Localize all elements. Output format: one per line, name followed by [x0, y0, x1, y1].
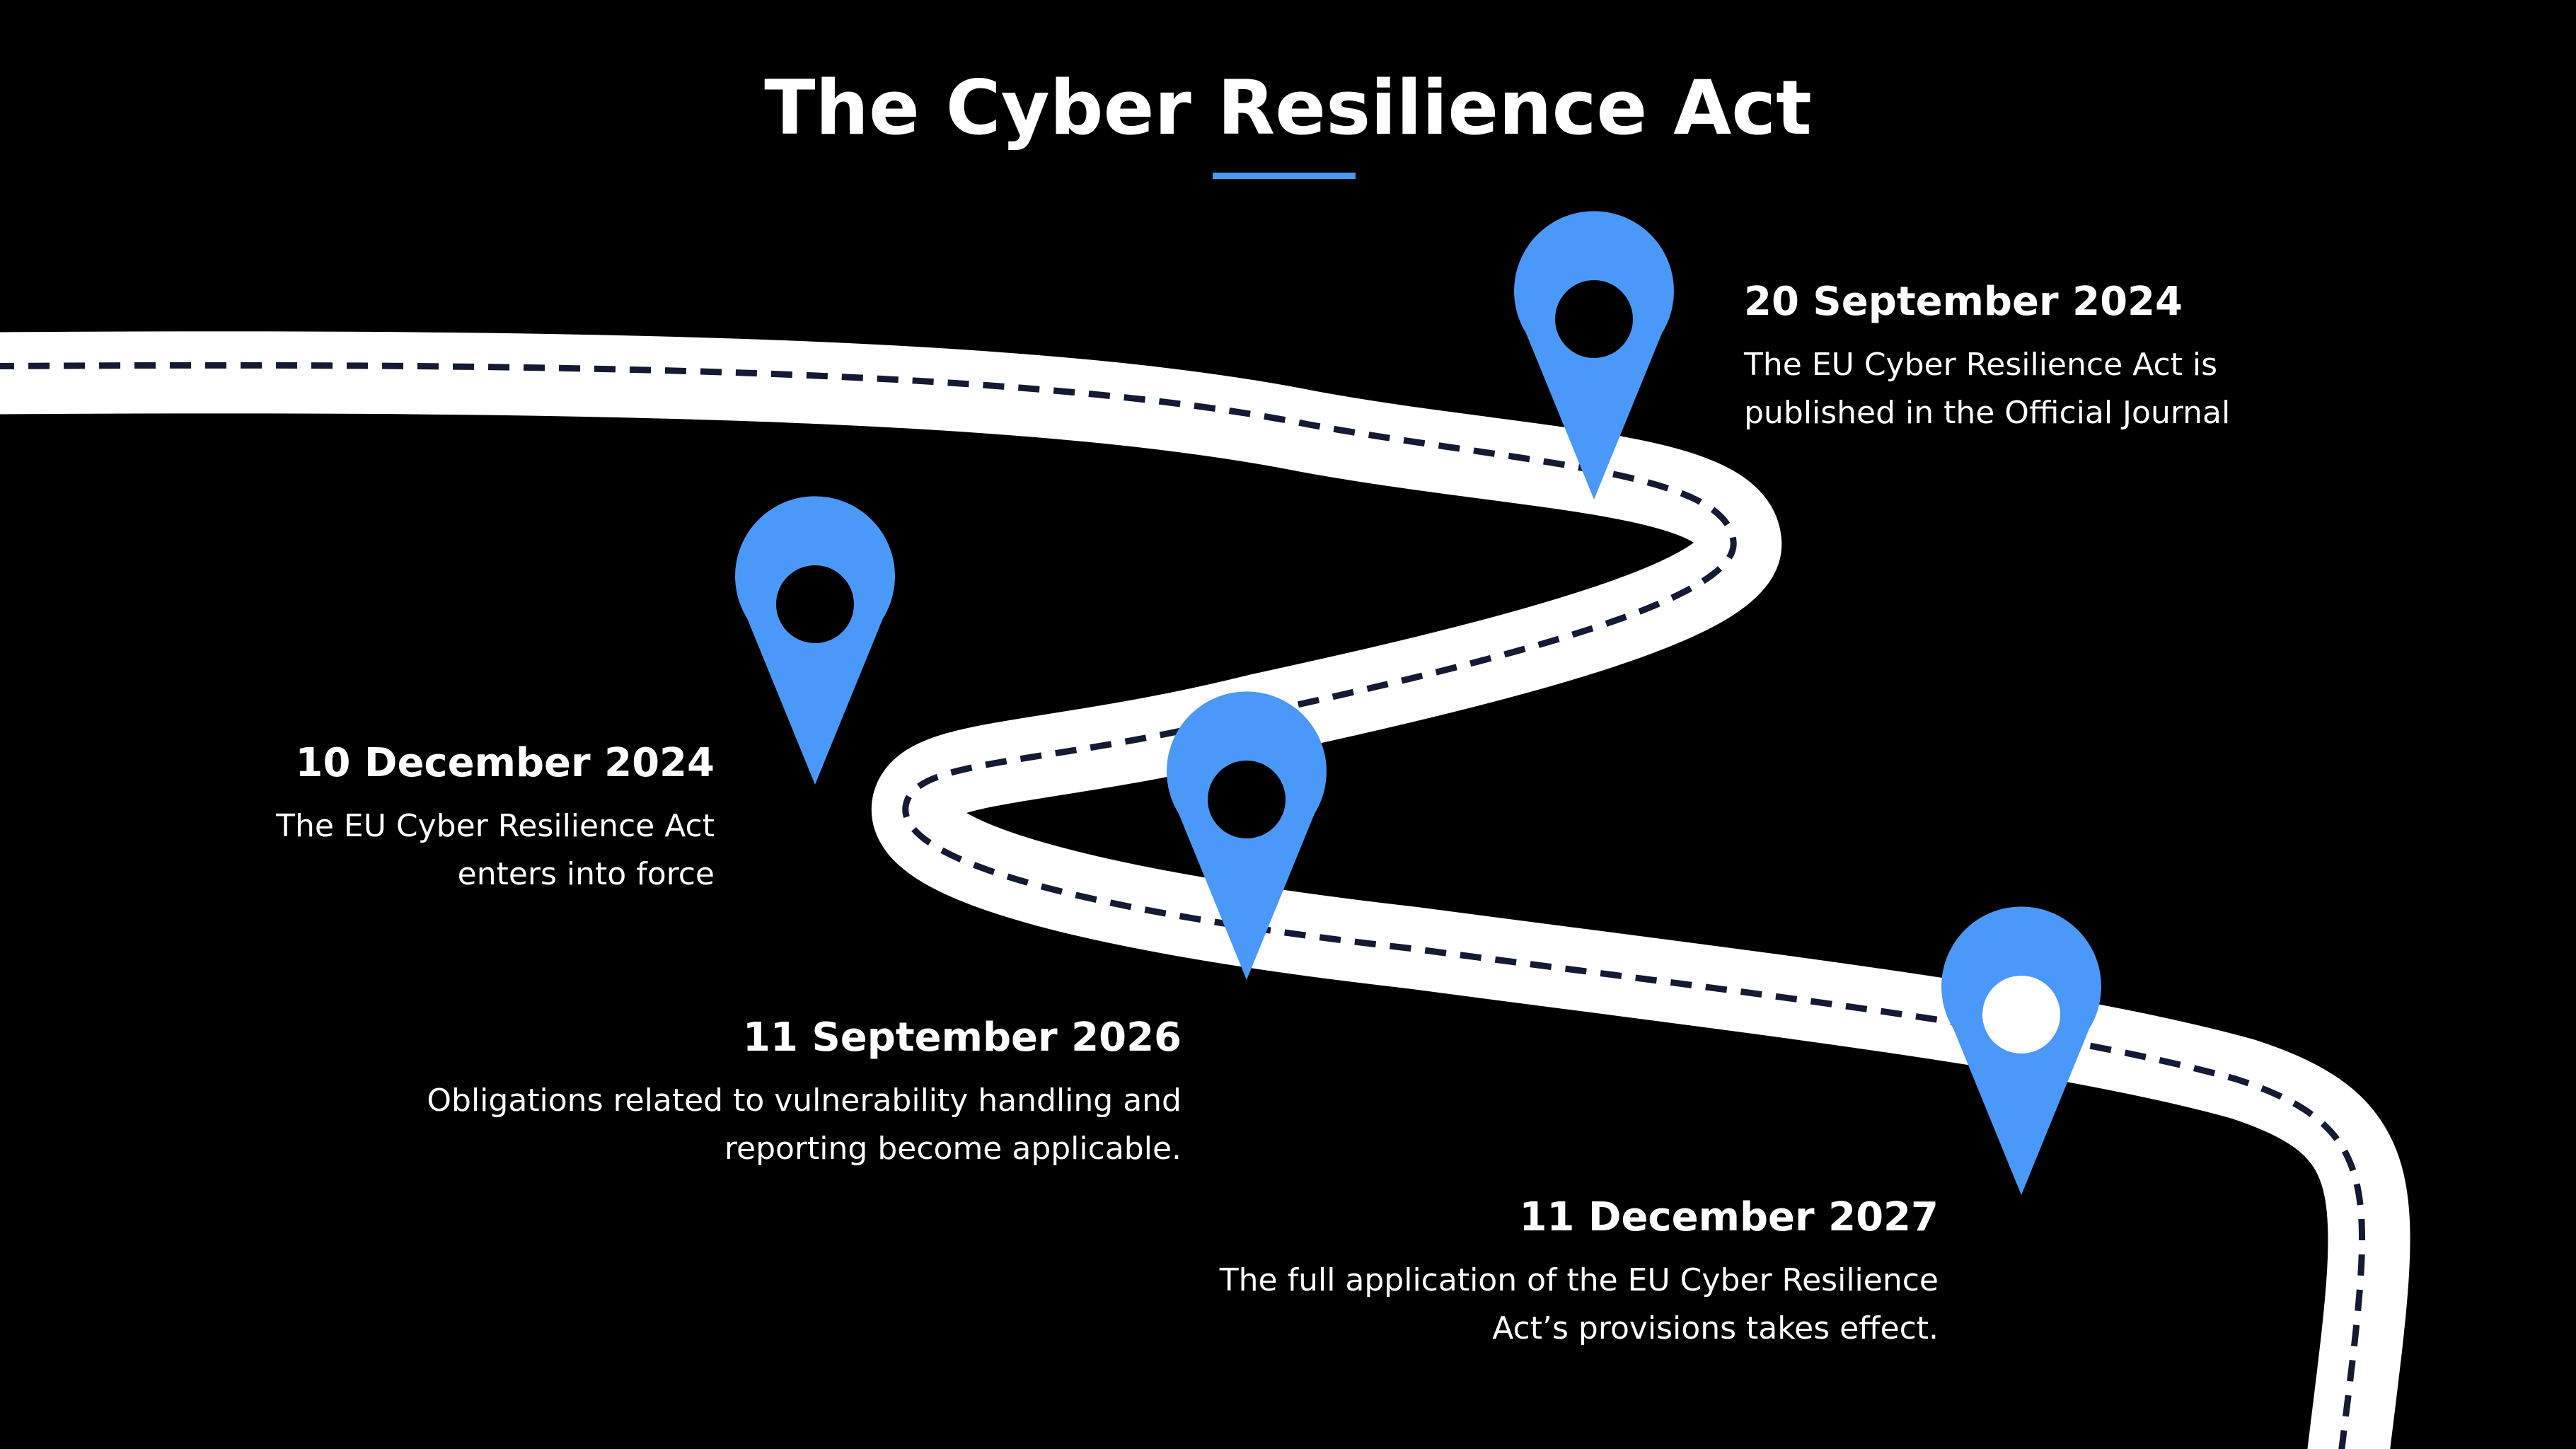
milestone-description: The full application of the EU Cyber Res…: [1090, 1257, 1939, 1353]
page-title: The Cyber Resilience Act: [764, 64, 1812, 151]
milestone-2027-12-11: 11 December 2027 The full application of…: [1090, 1193, 1939, 1353]
map-pin-icon: [1514, 211, 1674, 500]
milestone-description: The EU Cyber Resilience Act enters into …: [127, 802, 715, 899]
milestone-description-line: The EU Cyber Resilience Act is: [1744, 347, 2218, 383]
milestone-date: 10 December 2024: [295, 740, 715, 786]
milestone-description-line: The full application of the EU Cyber Res…: [1219, 1262, 1939, 1298]
map-pin-icon: [1167, 691, 1327, 980]
map-pin-icon: [735, 496, 895, 785]
milestone-description-line: The EU Cyber Resilience Act: [276, 808, 715, 844]
milestone-description: Obligations related to vulnerability han…: [382, 1077, 1182, 1173]
milestone-date: 20 September 2024: [1744, 279, 2183, 325]
milestone-2024-12-10: 10 December 2024 The EU Cyber Resilience…: [127, 739, 715, 899]
milestone-date: 11 December 2027: [1519, 1194, 1939, 1240]
title-underline: [1213, 173, 1356, 179]
milestone-description-line: reporting become applicable.: [724, 1131, 1182, 1167]
map-pin-icon: [1941, 906, 2101, 1195]
milestone-2024-09-20: 20 September 2024 The EU Cyber Resilienc…: [1744, 277, 2230, 437]
milestone-description-line: Act’s provisions takes effect.: [1492, 1310, 1939, 1346]
milestone-description-line: published in the Official Journal: [1744, 395, 2231, 431]
milestone-description-line: enters into force: [457, 856, 715, 892]
milestone-2026-09-11: 11 September 2026 Obligations related to…: [382, 1013, 1182, 1173]
road-center-line: [0, 362, 2366, 1449]
milestone-date: 11 September 2026: [743, 1015, 1182, 1061]
milestone-description-line: Obligations related to vulnerability han…: [427, 1083, 1182, 1119]
milestone-description: The EU Cyber Resilience Act is published…: [1744, 341, 2230, 437]
